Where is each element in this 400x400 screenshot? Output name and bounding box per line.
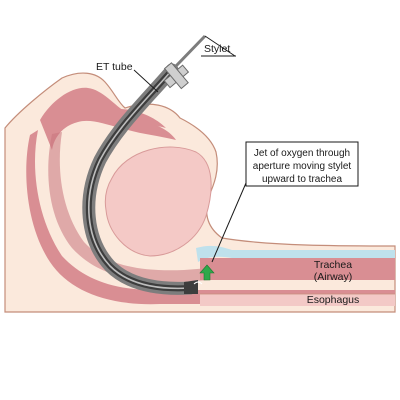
et-tube-label: ET tube bbox=[96, 61, 133, 73]
callout-box bbox=[245, 141, 359, 187]
stylet-top bbox=[174, 34, 207, 68]
stylet-wire bbox=[88, 69, 191, 290]
esophagus-label: Esophagus bbox=[307, 294, 360, 306]
airway-label: (Airway) bbox=[314, 271, 353, 283]
oxygen-jet-arrow-icon bbox=[199, 264, 215, 281]
stylet-leader bbox=[204, 35, 236, 57]
callout-text-line3: upward to trachea bbox=[262, 174, 342, 185]
callout-text-line2: aperture moving stylet bbox=[253, 161, 352, 172]
callout-text-line1: Jet of oxygen through bbox=[254, 148, 350, 159]
et-tube-leader bbox=[133, 69, 159, 93]
callout-leader bbox=[211, 182, 247, 263]
nasal-cavity bbox=[40, 87, 176, 150]
trachea-airway bbox=[196, 245, 395, 262]
tongue bbox=[104, 146, 212, 257]
stylet-label: Stylet bbox=[204, 43, 230, 55]
tube-tip-jet bbox=[193, 281, 203, 285]
esophagus-band bbox=[200, 294, 395, 306]
tube-connector-icon bbox=[163, 62, 190, 90]
trachea-label: Trachea bbox=[314, 259, 352, 271]
trachea-lumen bbox=[200, 258, 395, 280]
